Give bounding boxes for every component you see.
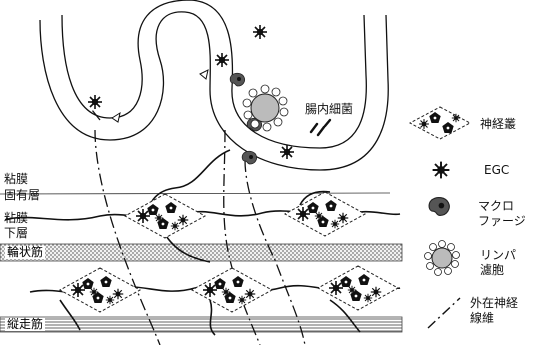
neural-plexus-icon	[410, 107, 470, 139]
egc-icon	[433, 162, 450, 179]
legend-label-egc: EGC	[484, 163, 509, 178]
myenteric-plexus-3	[318, 266, 398, 310]
legend-icons	[410, 107, 470, 328]
myenteric-plexus-1	[60, 268, 140, 312]
submucosal-plexus-2	[285, 192, 365, 236]
circular-muscle-band	[0, 244, 402, 261]
myenteric-plexus-2	[192, 268, 272, 312]
legend-label-plexus: 神経叢	[480, 117, 516, 132]
lamina-propria-label-1: 粘膜	[4, 172, 28, 186]
longitudinal-muscle-band	[0, 317, 402, 332]
macrophage-icon	[429, 198, 449, 216]
bacteria-label: 腸内細菌	[305, 102, 353, 116]
circular-muscle-label: 輪状筋	[5, 246, 45, 259]
gut-bacteria	[311, 120, 330, 135]
legend-label-extrinsic: 外在神経 線維	[470, 296, 518, 326]
submucosa-label-2: 下層	[4, 226, 28, 240]
lamina-propria-label-2: 固有層	[4, 188, 40, 202]
legend-label-macrophage: マクロ ファージ	[478, 199, 526, 229]
extrinsic-nerve-fibers	[92, 110, 305, 345]
lymph-follicle-icon	[425, 241, 460, 276]
mucosa-folds	[40, 0, 388, 170]
legend-label-lymph: リンパ 濾胞	[480, 248, 516, 278]
submucosal-plexus-1	[125, 194, 205, 238]
mucosa-boundary	[0, 193, 390, 194]
longitudinal-muscle-label: 縦走筋	[5, 318, 45, 331]
extrinsic-nerve-icon	[428, 298, 460, 328]
submucosa-label-1: 粘膜	[4, 211, 28, 225]
